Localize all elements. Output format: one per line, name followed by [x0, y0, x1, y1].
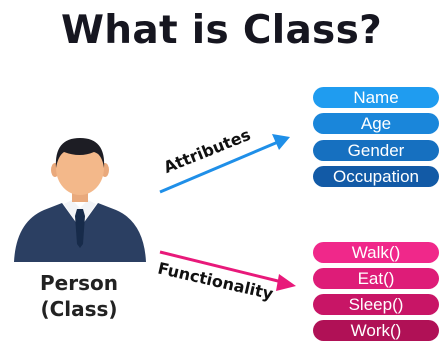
attribute-name-pill: Name [313, 87, 439, 108]
person-label-name: Person [40, 271, 118, 295]
method-walk-pill: Walk() [313, 242, 439, 263]
functionality-arrow [159, 250, 296, 291]
attributes-arrow [159, 134, 290, 194]
attribute-gender-pill: Gender [313, 140, 439, 161]
attribute-occupation-pill: Occupation [313, 166, 439, 187]
attribute-age-pill: Age [313, 113, 439, 134]
page-title: What is Class? [60, 8, 383, 53]
method-work-pill: Work() [313, 320, 439, 341]
method-sleep-pill: Sleep() [313, 294, 439, 315]
person-icon [14, 138, 146, 262]
person-label-class: (Class) [40, 297, 118, 321]
method-eat-pill: Eat() [313, 268, 439, 289]
